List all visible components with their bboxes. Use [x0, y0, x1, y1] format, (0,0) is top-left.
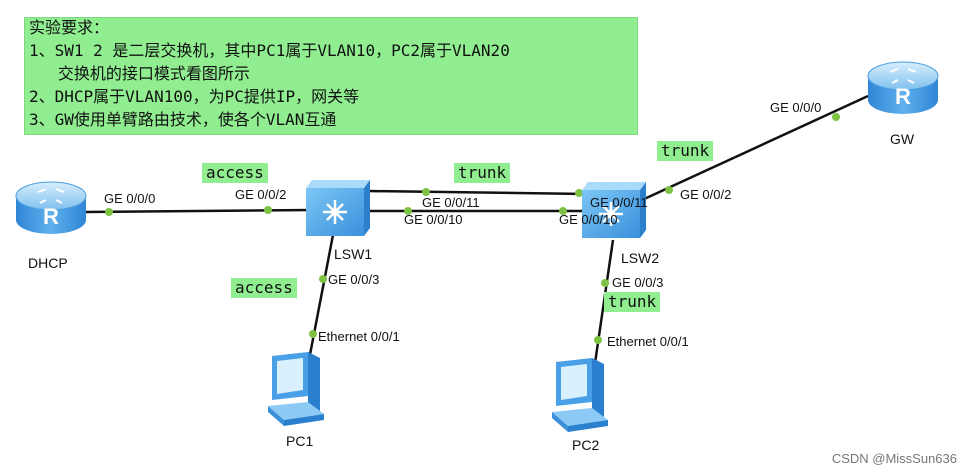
requirement-2: 2、DHCP属于VLAN100，为PC提供IP，网关等	[29, 87, 360, 106]
requirement-3: 3、GW使用单臂路由技术，使各个VLAN互通	[29, 110, 337, 129]
requirement-1-cont: 交换机的接口模式看图所示	[29, 64, 250, 83]
pc-icon	[552, 358, 608, 432]
port-label-lsw2-ge0010: GE 0/0/10	[559, 212, 618, 227]
port-dot	[665, 186, 673, 194]
port-label-lsw2-ge003: GE 0/0/3	[612, 275, 664, 290]
port-label-gw-ge000: GE 0/0/0	[770, 100, 822, 115]
link-lsw2-pc2	[592, 239, 615, 371]
switch-icon	[582, 182, 646, 238]
port-dots	[105, 113, 840, 344]
port-label-lsw1-ge002: GE 0/0/2	[235, 187, 287, 202]
link-lsw2-gw	[641, 94, 869, 202]
watermark: CSDN @MissSun636	[831, 451, 957, 466]
device-label-pc2: PC2	[572, 437, 600, 453]
port-label-lsw2-ge0011: GE 0/0/11	[590, 195, 648, 210]
port-label-lsw2-ge002: GE 0/0/2	[680, 187, 732, 202]
requirements-box: 实验要求： 1、SW1 2 是二层交换机，其中PC1属于VLAN10，PC2属于…	[24, 17, 638, 135]
port-label-lsw1-ge003: GE 0/0/3	[328, 272, 380, 287]
port-dot	[832, 113, 840, 121]
port-label-lsw1-ge0011: GE 0/0/11	[422, 195, 480, 210]
port-dot	[309, 330, 317, 338]
svg-text:R: R	[895, 84, 911, 109]
router-icon: R	[15, 181, 87, 234]
svg-text:R: R	[43, 204, 59, 229]
router-icon: R	[867, 61, 939, 114]
link-mode-tag-lsw2-gw: trunk	[657, 141, 714, 161]
port-label-pc1-eth: Ethernet 0/0/1	[318, 329, 400, 344]
port-dot	[264, 206, 272, 214]
port-label-pc2-eth: Ethernet 0/0/1	[607, 334, 689, 349]
port-label-dhcp-ge000: GE 0/0/0	[104, 191, 156, 206]
requirements-heading: 实验要求：	[29, 18, 110, 37]
port-dot	[319, 275, 327, 283]
link-lsw1-lsw2-11	[367, 189, 589, 196]
port-dot	[559, 207, 567, 215]
device-label-pc1: PC1	[286, 433, 314, 449]
port-dot	[601, 279, 609, 287]
port-dot	[422, 188, 430, 196]
links	[84, 94, 869, 371]
port-dot	[575, 189, 583, 197]
requirement-1: 1、SW1 2 是二层交换机，其中PC1属于VLAN10，PC2属于VLAN20	[29, 41, 510, 60]
switch-icon	[306, 180, 370, 236]
link-mode-tag-lsw1-lsw2: trunk	[454, 163, 511, 183]
link-mode-tag-dhcp-lsw1: access	[202, 163, 268, 183]
link-dhcp-lsw1	[84, 208, 313, 214]
link-mode-tag-lsw1-pc1: access	[231, 278, 297, 298]
link-mode-tag-lsw2-pc2: trunk	[604, 292, 661, 312]
device-label-lsw1: LSW1	[334, 246, 373, 262]
pc-icon	[268, 352, 324, 426]
port-label-lsw1-ge0010: GE 0/0/10	[404, 212, 463, 227]
port-dot	[594, 336, 602, 344]
device-label-lsw2: LSW2	[621, 250, 660, 266]
link-lsw1-pc1	[306, 234, 335, 366]
port-dot	[105, 208, 113, 216]
port-dot	[404, 207, 412, 215]
device-label-gw: GW	[890, 131, 915, 147]
device-label-dhcp: DHCP	[28, 255, 68, 271]
